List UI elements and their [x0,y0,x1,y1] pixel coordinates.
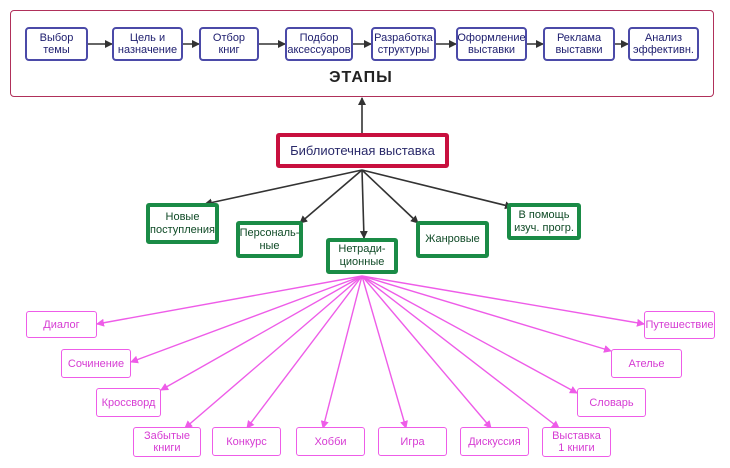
root-to-category-arrow-2 [299,169,363,224]
stage-box-6: Оформление выставки [456,27,527,61]
category-genre: Жанровые [416,221,489,258]
leaf-hobby: Хобби [296,427,365,456]
root-node: Библиотечная выставка [276,133,449,168]
fan-arrow-2 [130,275,363,364]
stage-box-2: Цель и назначение [112,27,183,61]
fan-arrow-7 [361,275,408,429]
stages-frame [10,10,714,97]
fan-arrow-10 [361,275,578,394]
fan-arrow-6 [320,275,363,429]
leaf-dialog: Диалог [26,311,97,338]
stage-box-5: Разработка структуры [371,27,436,61]
stage-box-4: Подбор аксессуаров [285,27,353,61]
stage-box-3: Отбор книг [199,27,259,61]
root-to-category-arrow-4 [361,169,419,224]
category-personal: Персональ- ные [236,221,303,258]
leaf-discussion: Дискуссия [460,427,529,456]
fan-arrows [96,275,645,429]
leaf-dictionary: Словарь [577,388,646,417]
root-to-category-arrow-5 [361,169,513,210]
fan-arrow-11 [361,275,612,353]
fan-arrow-4 [184,275,363,429]
leaf-essay: Сочинение [61,349,131,378]
fan-arrow-8 [361,275,492,429]
root-to-category-arrow-1 [204,169,363,207]
fan-arrow-1 [96,275,363,327]
tree-arrows [204,97,513,239]
leaf-single-book-exhibition: Выставка 1 книги [542,427,611,457]
leaf-contest: Конкурс [212,427,281,456]
leaf-crossword: Кроссворд [96,388,161,417]
category-nontraditional: Нетради- ционные [326,238,398,274]
fan-arrow-12 [361,275,645,327]
fan-arrow-3 [160,275,363,391]
root-to-category-arrow-3 [359,169,368,239]
stages-title: ЭТАПЫ [329,69,393,86]
leaf-atelier: Ателье [611,349,682,378]
stage-box-8: Анализ эффективн. [628,27,699,61]
fan-arrow-9 [361,275,560,429]
leaf-game: Игра [378,427,447,456]
leaf-forgotten-books: Забытые книги [133,427,201,457]
category-curriculum-help: В помощь изуч. прогр. [507,203,581,240]
stage-box-7: Реклама выставки [543,27,615,61]
fan-arrow-5 [246,275,363,429]
category-new-arrivals: Новые поступления [146,203,219,244]
leaf-travel: Путешествие [644,311,715,339]
stage-box-1: Выбор темы [25,27,88,61]
